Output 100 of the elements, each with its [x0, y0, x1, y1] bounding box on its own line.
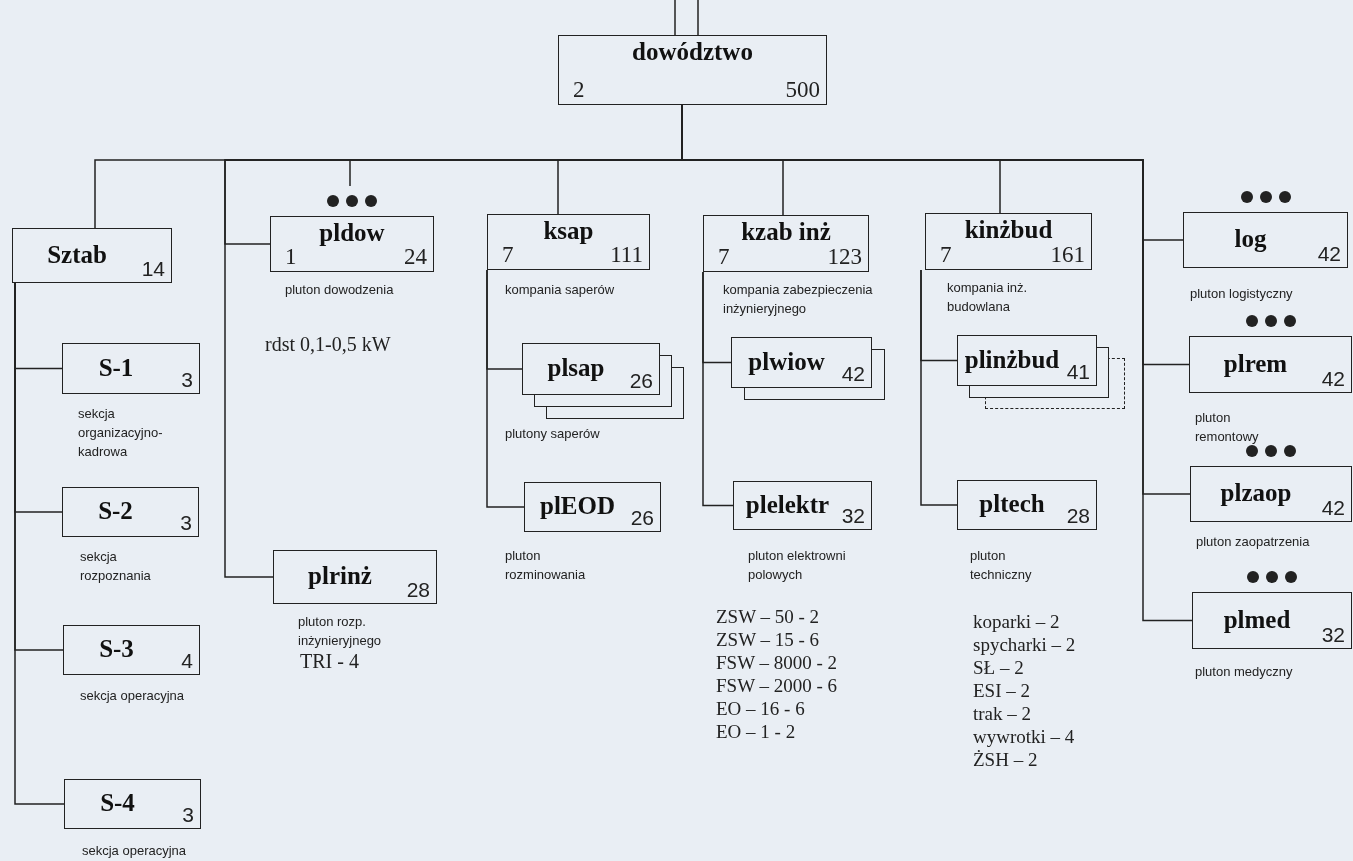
unit-box	[925, 213, 1092, 270]
unit-description: kompania saperów	[505, 281, 615, 299]
equipment-item: spycharki – 2	[973, 633, 1076, 656]
unit-number: 42	[1321, 496, 1345, 520]
unit-name: Sztab	[46, 240, 108, 269]
unit-box	[1189, 336, 1352, 393]
connector-line	[674, 0, 676, 36]
unit-number: 14	[141, 257, 165, 281]
unit-description: pluton elektrowni polowych	[748, 547, 847, 584]
unit-number: 500	[785, 77, 820, 103]
unit-name: kinżbud	[963, 216, 1054, 244]
unit-box	[522, 343, 660, 395]
connector-line	[702, 271, 734, 507]
unit-box	[703, 215, 869, 272]
equipment-item: ZSW – 15 - 6	[716, 628, 820, 651]
equipment-item: EO – 16 - 6	[716, 697, 805, 720]
unit-number: 2	[573, 77, 585, 103]
unit-name: plsap	[546, 353, 606, 382]
unit-number: 42	[1317, 242, 1341, 266]
unit-number: 111	[610, 242, 643, 268]
unit-description: plutony saperów	[505, 425, 601, 443]
connector-line	[486, 269, 525, 508]
unit-description: sekcja rozpoznania	[80, 548, 152, 585]
unit-number: 161	[1050, 242, 1085, 268]
unit-box	[957, 480, 1097, 530]
unit-box	[63, 625, 200, 675]
unit-description: pluton logistyczny	[1190, 285, 1294, 303]
unit-name: kzab inż	[740, 218, 832, 246]
equipment-item: wywrotki – 4	[973, 725, 1075, 748]
unit-number: 28	[1066, 504, 1090, 528]
unit-name: plEOD	[539, 491, 616, 520]
unit-number: 3	[180, 511, 192, 535]
unit-box	[1192, 592, 1352, 649]
unit-number: 4	[181, 649, 193, 673]
unit-box	[62, 343, 200, 394]
unit-number: 3	[182, 803, 194, 827]
equipment-item: koparki – 2	[973, 610, 1060, 633]
equipment-item: ESI – 2	[973, 679, 1030, 702]
unit-box	[524, 482, 661, 532]
unit-box	[957, 335, 1097, 386]
connector-line	[697, 0, 699, 36]
equipment-note: TRI - 4	[300, 650, 359, 673]
unit-description: sekcja operacyjna	[80, 687, 185, 705]
unit-name: plinżbud	[963, 345, 1061, 374]
equipment-item: FSW – 8000 - 2	[716, 651, 838, 674]
unit-name: ksap	[542, 217, 595, 245]
unit-box	[270, 216, 434, 272]
unit-name: S-4	[99, 788, 136, 817]
unit-name: dowództwo	[631, 38, 754, 66]
unit-name: plrinż	[307, 561, 373, 590]
unit-box	[487, 214, 650, 270]
unit-number: 1	[285, 244, 297, 270]
unit-number: 26	[630, 506, 654, 530]
unit-description: pluton remontowy	[1195, 409, 1260, 446]
unit-box	[62, 487, 199, 537]
unit-description: kompania zabezpieczenia inżynieryjnego	[723, 281, 873, 318]
unit-number: 123	[827, 244, 862, 270]
unit-description: pluton rozp. inżynieryjnego	[298, 613, 383, 650]
equipment-note: rdst 0,1-0,5 kW	[265, 333, 391, 356]
unit-number: 7	[502, 242, 514, 268]
unit-description: sekcja operacyjna	[82, 842, 187, 860]
equipment-item: ZSW – 50 - 2	[716, 605, 820, 628]
unit-number: 26	[629, 369, 653, 393]
equipment-item: trak – 2	[973, 702, 1032, 725]
unit-number: 7	[718, 244, 730, 270]
unit-number: 3	[181, 368, 193, 392]
unit-box	[64, 779, 201, 829]
unit-name: plzaop	[1219, 478, 1293, 507]
unit-number: 32	[1321, 623, 1345, 647]
unit-box	[558, 35, 827, 105]
connector-line	[920, 269, 958, 506]
unit-description: sekcja organizacyjno-kadrowa	[78, 405, 164, 461]
unit-box	[731, 337, 872, 388]
unit-name: log	[1233, 224, 1268, 253]
unit-box	[12, 228, 172, 283]
unit-number: 7	[940, 242, 952, 268]
unit-box	[273, 550, 437, 604]
unit-number: 32	[841, 504, 865, 528]
unit-name: S-2	[97, 496, 134, 525]
equipment-item: SŁ – 2	[973, 656, 1024, 679]
unit-number: 42	[841, 362, 865, 386]
unit-name: S-1	[97, 353, 135, 382]
unit-name: plelektr	[744, 490, 831, 519]
unit-box	[733, 481, 872, 530]
unit-number: 24	[404, 244, 427, 270]
unit-description: pluton medyczny	[1195, 663, 1294, 681]
unit-name: pldow	[318, 219, 386, 247]
unit-description: pluton dowodzenia	[285, 281, 394, 299]
unit-box	[1190, 466, 1352, 522]
unit-name: plrem	[1222, 349, 1289, 378]
unit-number: 28	[406, 578, 430, 602]
unit-description: kompania inż. budowlana	[947, 279, 1029, 316]
equipment-item: ŻSH – 2	[973, 748, 1038, 771]
unit-description: pluton zaopatrzenia	[1196, 533, 1311, 551]
unit-box	[1183, 212, 1348, 268]
unit-number: 41	[1066, 360, 1090, 384]
unit-number: 42	[1321, 367, 1345, 391]
unit-name: plmed	[1222, 605, 1292, 634]
unit-description: pluton rozminowania	[505, 547, 587, 584]
equipment-item: FSW – 2000 - 6	[716, 674, 838, 697]
